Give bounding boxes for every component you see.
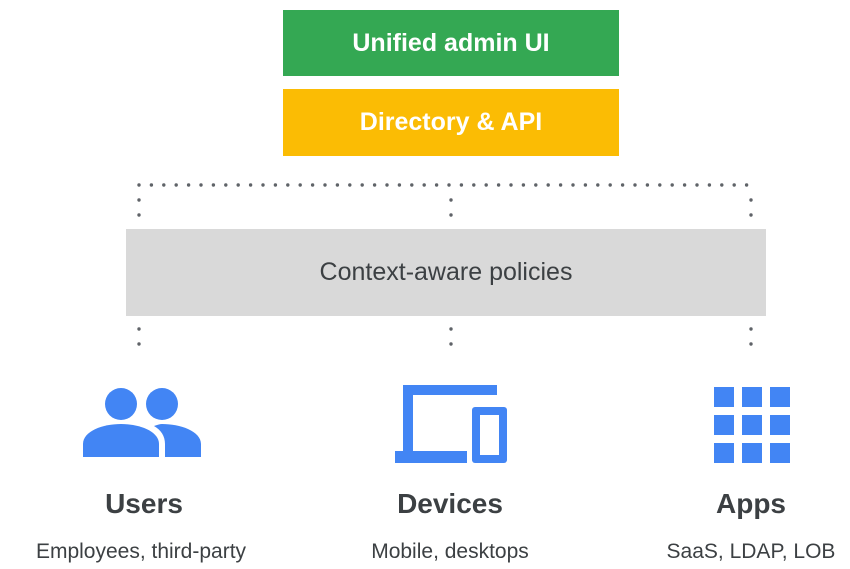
policy-label: Context-aware policies bbox=[319, 258, 573, 286]
connector-dot bbox=[521, 183, 526, 187]
connector-dot bbox=[449, 198, 453, 202]
connector-dot bbox=[137, 342, 141, 346]
connector-dot bbox=[608, 183, 612, 187]
connector-dot bbox=[509, 183, 513, 187]
directory-api-layer: Directory & API bbox=[283, 89, 619, 156]
connector-dot bbox=[749, 327, 753, 331]
connector-dot bbox=[199, 183, 203, 187]
devices-subtitle: Mobile, desktops bbox=[371, 540, 529, 563]
connector-dot bbox=[459, 183, 464, 187]
devices-icon bbox=[395, 385, 507, 463]
connector-dot bbox=[645, 183, 650, 187]
connector-dot bbox=[571, 183, 575, 187]
apps-title: Apps bbox=[716, 488, 786, 519]
connector-dot bbox=[749, 342, 753, 346]
context-aware-policies-bar: Context-aware policies bbox=[126, 229, 766, 316]
connector-dot bbox=[186, 183, 191, 187]
connector-dot bbox=[732, 183, 736, 187]
dotted-horizontal-line bbox=[137, 183, 749, 187]
connector-dot bbox=[434, 183, 439, 187]
connector-dot bbox=[534, 183, 538, 187]
connector-dot bbox=[472, 183, 476, 187]
connector-dot bbox=[273, 183, 278, 187]
connector-dot bbox=[224, 183, 228, 187]
connector-dot bbox=[546, 183, 550, 187]
connector-dot bbox=[137, 213, 141, 217]
connector-dot bbox=[449, 342, 453, 346]
connector-dot bbox=[620, 183, 625, 187]
connector-dot bbox=[360, 183, 364, 187]
apps-grid-icon bbox=[714, 387, 790, 463]
connector-dot bbox=[658, 183, 662, 187]
connector-dot bbox=[385, 183, 389, 187]
connector-dot bbox=[596, 183, 600, 187]
connector-dot bbox=[310, 183, 315, 187]
connector-dot bbox=[162, 183, 166, 187]
users-title: Users bbox=[105, 488, 183, 519]
connector-dot bbox=[397, 183, 402, 187]
connector-dot bbox=[558, 183, 563, 187]
directory-api-label: Directory & API bbox=[359, 108, 543, 136]
connector-dot bbox=[372, 183, 377, 187]
connector-dot bbox=[449, 213, 453, 217]
connector-dot bbox=[447, 183, 451, 187]
users-subtitle: Employees, third-party bbox=[35, 540, 247, 563]
connector-dot bbox=[633, 183, 637, 187]
dotted-vertical-connectors-top bbox=[137, 198, 753, 217]
connector-dot bbox=[236, 183, 240, 187]
connector-dot bbox=[744, 183, 749, 187]
connector-dot bbox=[749, 213, 753, 217]
dotted-vertical-connectors-bottom bbox=[137, 327, 753, 346]
connector-dot bbox=[137, 327, 141, 331]
connector-dot bbox=[261, 183, 265, 187]
connector-dot bbox=[211, 183, 216, 187]
connector-dot bbox=[670, 183, 674, 187]
connector-dot bbox=[496, 183, 501, 187]
connector-dot bbox=[695, 183, 699, 187]
connector-dot bbox=[348, 183, 352, 187]
connector-dot bbox=[298, 183, 302, 187]
connector-dot bbox=[449, 327, 453, 331]
connector-dot bbox=[137, 198, 141, 202]
connector-dot bbox=[749, 198, 753, 202]
connector-dot bbox=[174, 183, 178, 187]
connector-dot bbox=[720, 183, 724, 187]
connector-dot bbox=[248, 183, 253, 187]
connector-dot bbox=[335, 183, 340, 187]
devices-title: Devices bbox=[397, 488, 503, 519]
connector-dot bbox=[682, 183, 687, 187]
apps-subtitle: SaaS, LDAP, LOB bbox=[666, 540, 836, 563]
connector-dot bbox=[137, 183, 141, 187]
connector-dot bbox=[707, 183, 712, 187]
connector-dot bbox=[422, 183, 426, 187]
admin-ui-layer: Unified admin UI bbox=[283, 10, 619, 76]
connector-dot bbox=[583, 183, 588, 187]
connector-dot bbox=[323, 183, 327, 187]
admin-ui-label: Unified admin UI bbox=[352, 28, 550, 57]
connector-dot bbox=[484, 183, 488, 187]
connector-dot bbox=[410, 183, 414, 187]
connector-dot bbox=[286, 183, 290, 187]
users-icon bbox=[83, 388, 201, 457]
connector-dot bbox=[149, 183, 154, 187]
